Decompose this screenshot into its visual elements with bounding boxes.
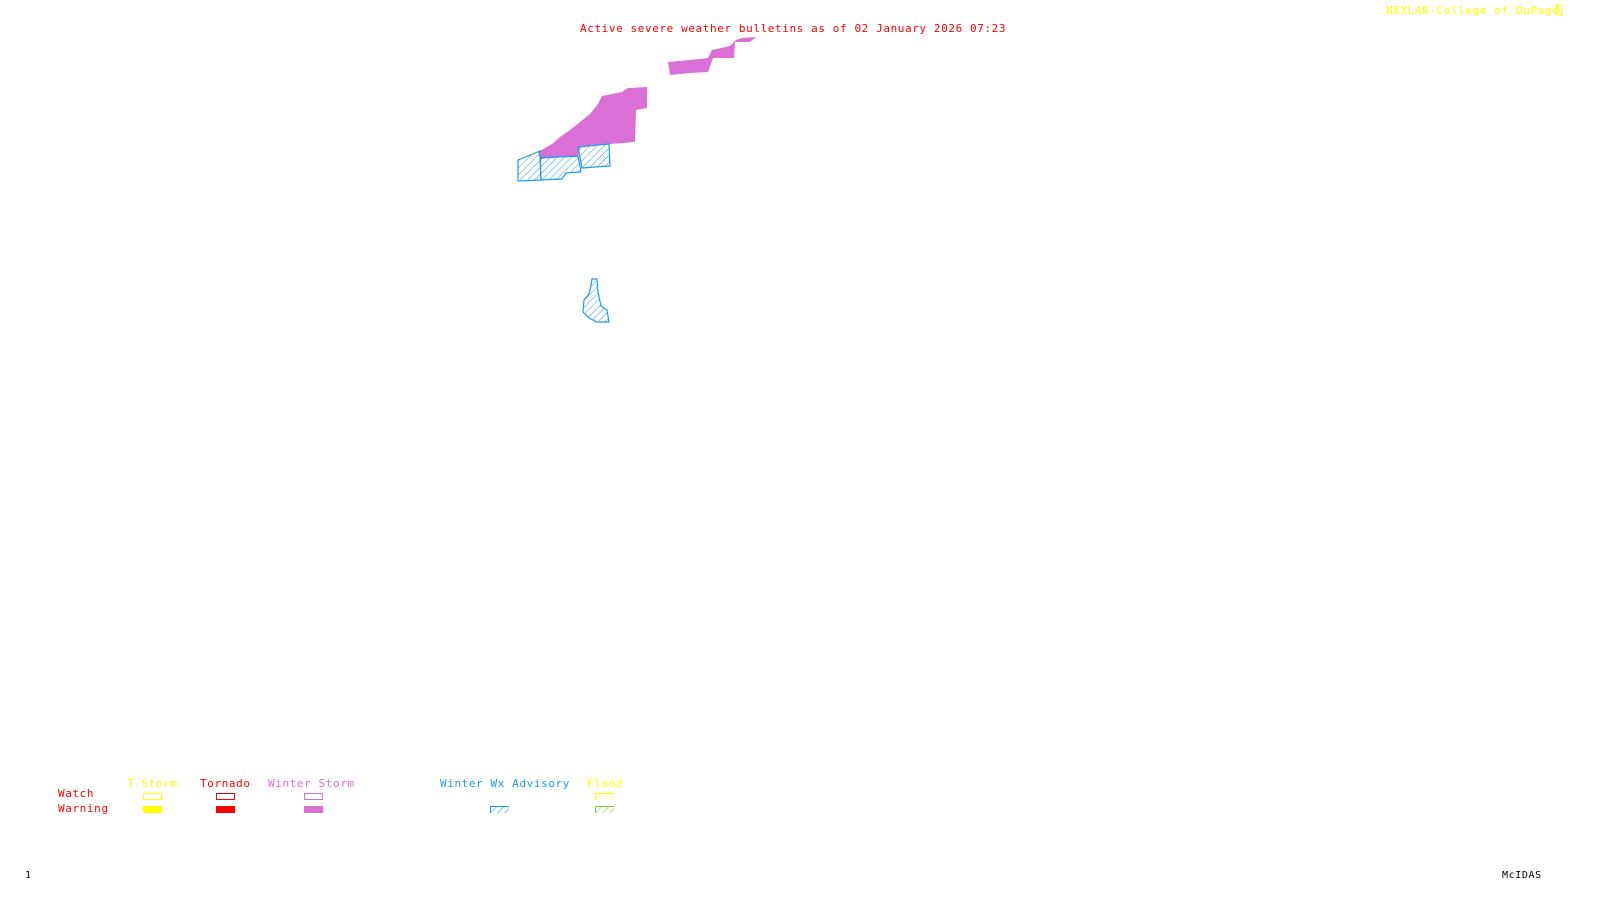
tstorm-warning-swatch <box>143 806 162 813</box>
winter-advisory-swatch <box>490 806 509 813</box>
flood-warning-swatch <box>595 806 614 813</box>
winter-storm-warning-swatch <box>304 806 323 813</box>
winter-advisory-area <box>577 143 611 169</box>
winter-storm-warning-area <box>538 87 647 160</box>
winter-advisory-area <box>582 278 610 323</box>
legend-winter-storm-label: Winter Storm <box>268 777 355 790</box>
credit-label: NEXLAB-College of DuPage <box>1386 4 1560 17</box>
frame-number: 1 <box>25 870 32 881</box>
legend-tstorm-label: T-Storm <box>127 777 178 790</box>
legend-tornado-label: Tornado <box>200 777 251 790</box>
winter-storm-watch-swatch <box>304 793 323 800</box>
legend-winter-advisory-label: Winter Wx Advisory <box>440 777 571 790</box>
software-label: McIDAS <box>1502 870 1542 881</box>
tornado-watch-swatch <box>216 793 235 800</box>
winter-storm-warning-area <box>668 37 756 75</box>
legend-watch-label: Watch <box>58 787 95 800</box>
flood-watch-swatch <box>595 793 614 800</box>
cod-logo-icon <box>1555 4 1563 16</box>
map-title: Active severe weather bulletins as of 02… <box>580 22 1007 35</box>
winter-advisory-area <box>539 155 582 181</box>
tstorm-watch-swatch <box>143 793 162 800</box>
tornado-warning-swatch <box>216 806 235 813</box>
winter-advisory-area <box>517 150 542 182</box>
legend-warning-label: Warning <box>58 802 109 815</box>
legend-flood-label: Flood <box>587 777 624 790</box>
